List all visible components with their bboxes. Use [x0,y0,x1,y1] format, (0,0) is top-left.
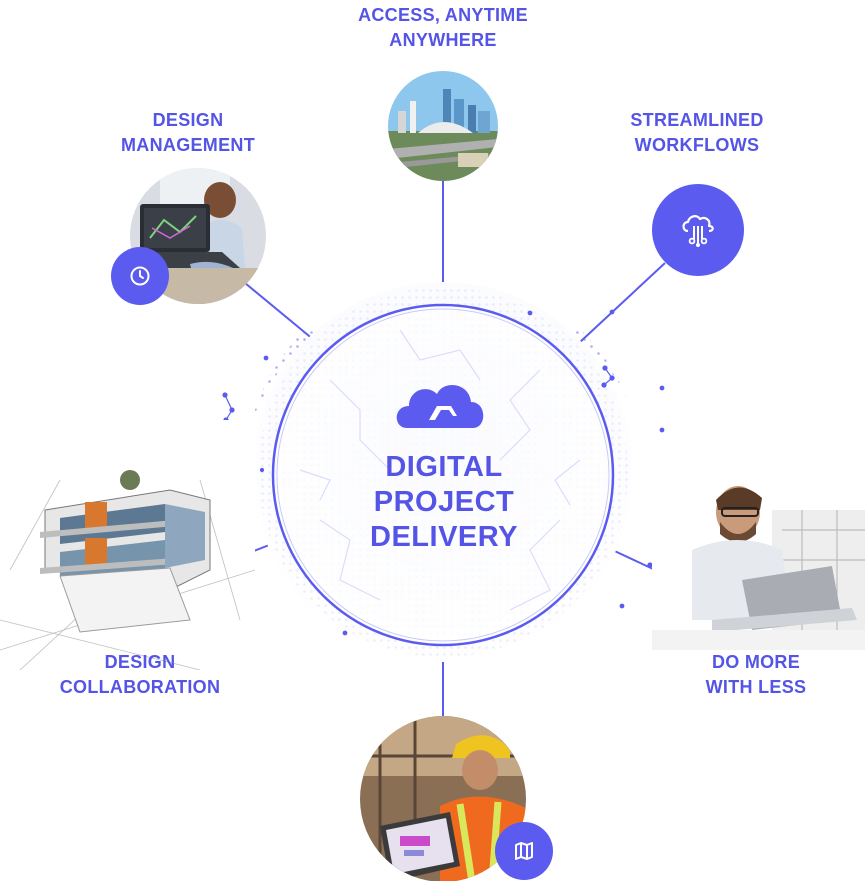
cloud-network-icon [682,215,714,247]
center-title-line-3: DELIVERY [370,521,518,553]
cloud-logo-icon [396,384,484,428]
clock-icon [130,266,150,286]
hub-ring [271,303,615,647]
clock-badge [111,247,169,305]
label-design-management-line-2: MANAGEMENT [121,135,255,155]
map-badge [495,822,553,880]
label-design-management: DESIGN MANAGEMENT [78,108,298,158]
label-streamlined: STREAMLINED WORKFLOWS [587,108,807,158]
center-title-line-2: PROJECT [373,486,515,518]
man-laptop-photo [652,470,865,650]
city-aerial-photo [388,71,498,181]
label-design-management-line-1: DESIGN [152,110,224,130]
label-access-line-2: ANYWHERE [389,30,497,50]
center-title-line-1: DIGITAL [385,451,503,483]
label-do-more-line-1: DO MORE [711,652,801,672]
label-do-more: DO MORE WITH LESS [646,650,865,700]
label-access: ACCESS, ANYTIME ANYWHERE [333,3,553,53]
label-design-collaboration: DESIGN COLLABORATION [30,650,250,700]
label-access-line-1: ACCESS, ANYTIME [358,5,528,25]
circuit-traces [299,329,581,611]
center-title: DIGITAL PROJECT DELIVERY [344,450,544,555]
label-streamlined-line-2: WORKFLOWS [634,135,760,155]
building-sketch-photo [0,420,255,670]
workflow-badge [652,184,744,276]
map-icon [515,842,533,860]
label-design-collaboration-line-1: DESIGN [104,652,176,672]
label-design-collaboration-line-2: COLLABORATION [59,677,221,697]
connector-streamlined [564,262,666,357]
label-do-more-line-2: WITH LESS [705,677,807,697]
label-streamlined-line-1: STREAMLINED [630,110,764,130]
